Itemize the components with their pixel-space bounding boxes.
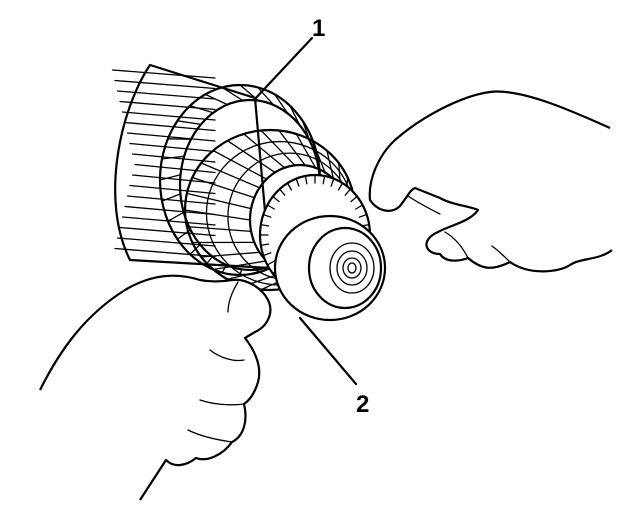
line-stroke [200, 162, 261, 189]
line-stroke [262, 213, 272, 218]
line-stroke [326, 149, 335, 180]
line-stroke [114, 79, 216, 90]
line-stroke [161, 193, 182, 202]
line-stroke [121, 111, 216, 121]
line-stroke [186, 225, 252, 233]
line-stroke [274, 93, 289, 115]
line-stroke [286, 182, 293, 191]
line-stroke [295, 133, 317, 169]
line-stroke [126, 195, 216, 205]
line-stroke [186, 192, 252, 210]
line-stroke [119, 226, 216, 237]
line-stroke [260, 129, 296, 166]
line-stroke [176, 120, 202, 126]
bearing [273, 214, 387, 322]
line-stroke [124, 205, 216, 216]
line-stroke [358, 213, 368, 218]
line-stroke [221, 86, 244, 102]
callout-label-2: 2 [356, 391, 369, 418]
left-hand [39, 274, 272, 501]
leader-line-2 [298, 316, 358, 386]
line-stroke [301, 120, 311, 141]
line-stroke [226, 140, 276, 174]
line-stroke [260, 223, 270, 227]
line-stroke [226, 266, 276, 280]
leader-line-1 [252, 36, 314, 102]
line-stroke [317, 158, 321, 177]
drum-housing [111, 63, 272, 270]
line-stroke [278, 129, 306, 166]
line-stroke [129, 142, 216, 153]
callout-label-1: 1 [312, 15, 325, 42]
line-stroke [111, 69, 216, 79]
line-stroke [191, 176, 255, 199]
line-stroke [212, 260, 268, 271]
line-stroke [311, 140, 326, 174]
line-stroke [262, 252, 272, 257]
line-stroke [124, 121, 216, 132]
line-stroke [243, 133, 286, 169]
line-stroke [260, 243, 270, 247]
line-stroke [278, 188, 286, 196]
line-stroke [161, 155, 185, 160]
line-stroke [189, 105, 214, 114]
line-stroke [350, 195, 358, 203]
line-stroke [114, 247, 216, 258]
line-stroke [204, 93, 229, 106]
line-stroke [184, 209, 251, 221]
line-stroke [330, 177, 335, 187]
line-stroke [221, 264, 228, 274]
leader-lines [252, 36, 358, 386]
line-stroke [159, 174, 182, 181]
line-stroke [295, 177, 300, 187]
line-stroke [304, 175, 308, 185]
line-stroke [129, 184, 216, 195]
line-stroke [266, 260, 275, 266]
line-stroke [131, 174, 216, 184]
line-stroke [126, 132, 216, 142]
line-stroke [337, 182, 344, 191]
line-stroke [212, 149, 268, 180]
right-hand [368, 90, 613, 273]
line-stroke [355, 204, 364, 210]
line-stroke [134, 163, 216, 174]
line-stroke [257, 86, 275, 106]
line-stroke [167, 211, 185, 222]
line-stroke [344, 188, 352, 196]
line-stroke [200, 251, 261, 258]
line-stroke [266, 204, 275, 210]
line-stroke [322, 175, 326, 185]
line-stroke [272, 195, 280, 203]
line-stroke [289, 105, 301, 127]
